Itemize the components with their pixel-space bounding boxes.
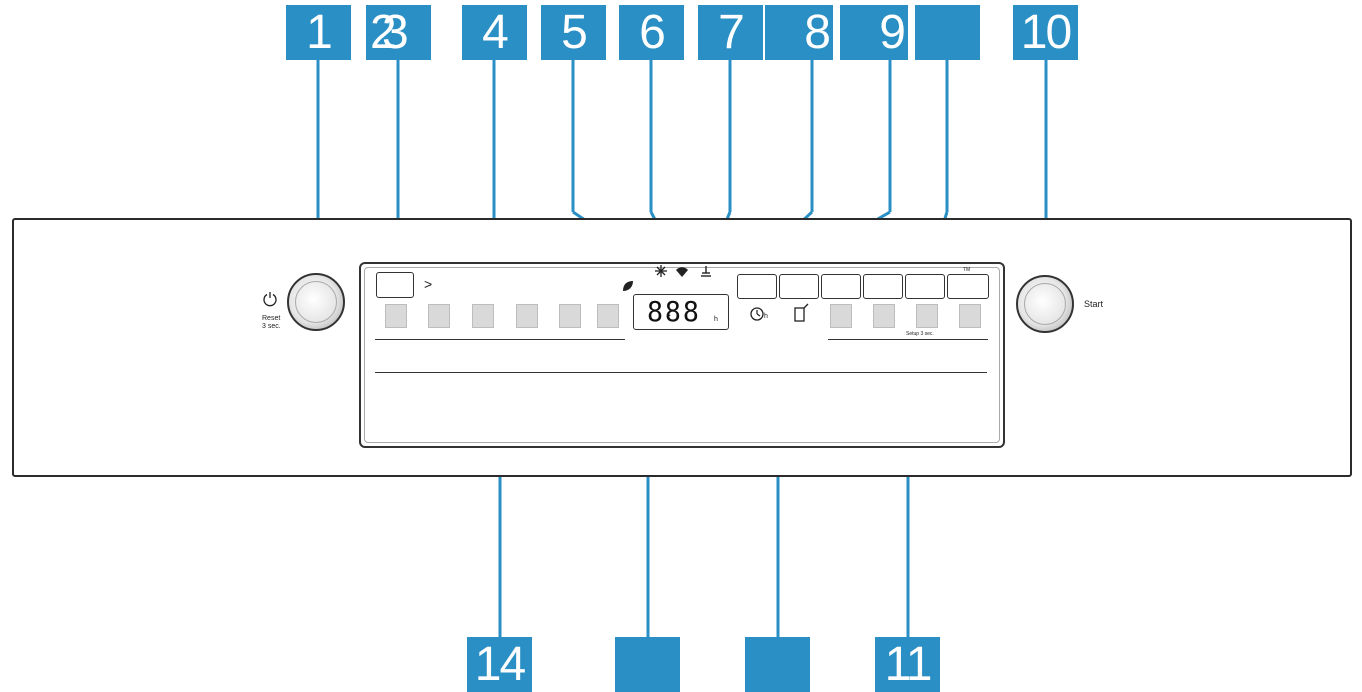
callout-5: 5: [541, 5, 606, 60]
callout-9: 9: [840, 5, 908, 60]
program-button-2[interactable]: [428, 304, 450, 328]
callout-4: 4: [462, 5, 527, 60]
callout-10: 10: [1013, 5, 1078, 60]
reset-label-line1: Reset: [262, 315, 281, 322]
power-knob[interactable]: [287, 273, 345, 331]
key-caption: TM: [963, 267, 971, 273]
divider-right-1: [828, 339, 988, 340]
door-open-icon: [793, 303, 811, 328]
program-key[interactable]: [376, 272, 414, 298]
setting-button-1[interactable]: [830, 304, 852, 328]
option-key-4[interactable]: [863, 274, 903, 299]
start-knob[interactable]: [1016, 275, 1074, 333]
program-button-4[interactable]: [516, 304, 538, 328]
divider-full: [375, 372, 987, 373]
callout-3: 3: [382, 6, 409, 59]
callout-1: 1: [286, 5, 351, 60]
svg-text:h: h: [764, 313, 768, 320]
program-button-1[interactable]: [385, 304, 407, 328]
callout-6: 6: [619, 5, 684, 60]
setup-label: Setup 3 sec.: [906, 331, 934, 337]
display-unit: h: [714, 316, 718, 323]
callout-11: 11: [875, 637, 940, 692]
option-key-1[interactable]: [737, 274, 777, 299]
leaf-icon: [622, 279, 634, 297]
power-icon: [262, 291, 278, 312]
callout-8: 8: [765, 5, 833, 60]
wifi-icon: [676, 264, 688, 282]
option-key-6[interactable]: [947, 274, 989, 299]
option-key-2[interactable]: [779, 274, 819, 299]
divider-left-1: [375, 339, 625, 340]
program-button-5[interactable]: [559, 304, 581, 328]
program-button-3[interactable]: [472, 304, 494, 328]
callout-blank-bottom-1: [615, 637, 680, 692]
setting-button-4[interactable]: [959, 304, 981, 328]
setting-button-2[interactable]: [873, 304, 895, 328]
option-key-3[interactable]: [821, 274, 861, 299]
display-digits: 888: [647, 295, 701, 328]
callout-14: 14: [467, 637, 532, 692]
callout-7: 7: [698, 5, 763, 60]
timer-icon: h: [750, 306, 772, 327]
program-button-6[interactable]: [597, 304, 619, 328]
callout-blank-top: [915, 5, 980, 60]
display-colon: :: [668, 305, 672, 319]
sparkle-icon: [655, 264, 667, 282]
callout-2: 2: [370, 6, 397, 59]
reset-label-line2: 3 sec.: [262, 323, 281, 330]
option-key-5[interactable]: [905, 274, 945, 299]
time-display: [633, 294, 729, 330]
callout-2-3: 2 3: [366, 5, 431, 60]
remote-start-icon: [700, 264, 712, 282]
arrow-label: >: [424, 276, 433, 292]
start-label: Start: [1084, 299, 1104, 309]
callout-blank-bottom-2: [745, 637, 810, 692]
setting-button-3[interactable]: [916, 304, 938, 328]
